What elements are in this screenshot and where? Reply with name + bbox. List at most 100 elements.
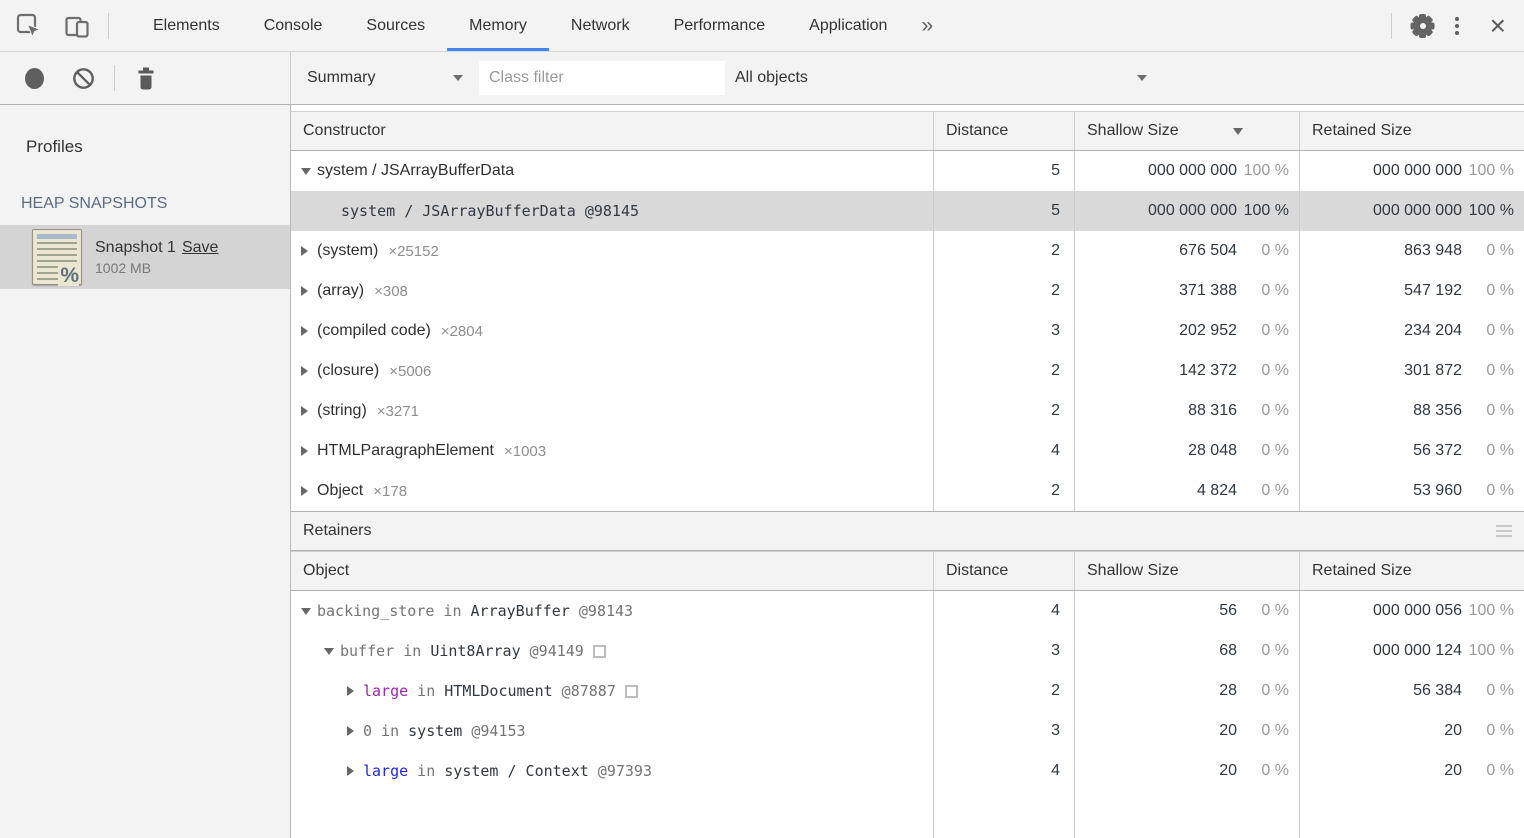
- class-filter-input[interactable]: [479, 61, 725, 95]
- instance-count: ×1003: [503, 442, 547, 460]
- object-cell: 0 in system @94153: [291, 711, 933, 751]
- distance-cell: 2: [933, 391, 1074, 431]
- inspect-element-button[interactable]: [12, 9, 46, 43]
- more-tabs-button[interactable]: »: [921, 13, 934, 37]
- column-header-distance[interactable]: Distance: [933, 552, 1074, 590]
- tab-network[interactable]: Network: [570, 16, 630, 34]
- tab-performance[interactable]: Performance: [673, 16, 766, 34]
- dot-icon: [1454, 30, 1459, 35]
- expand-arrow-icon[interactable]: [301, 286, 317, 296]
- tab-sources[interactable]: Sources: [366, 16, 426, 34]
- expand-arrow-icon[interactable]: [347, 686, 363, 696]
- object-preview-icon[interactable]: [592, 644, 606, 658]
- tab-bar-right-controls: ×: [1377, 0, 1514, 51]
- expand-arrow-icon[interactable]: [301, 406, 317, 416]
- perspective-value: Summary: [307, 69, 376, 86]
- retainers-title: Retainers: [303, 522, 372, 539]
- take-snapshot-button[interactable]: [25, 67, 44, 89]
- distance-cell: 2: [933, 231, 1074, 271]
- constructor-name: (array): [317, 282, 365, 299]
- expand-arrow-icon[interactable]: [301, 168, 317, 175]
- settings-button[interactable]: [1406, 9, 1440, 43]
- tab-application[interactable]: Application: [809, 16, 888, 34]
- constructor-cell: HTMLParagraphElement×1003: [291, 431, 933, 471]
- close-devtools-button[interactable]: ×: [1489, 9, 1506, 41]
- expand-arrow-icon[interactable]: [301, 486, 317, 496]
- column-header-shallow-size[interactable]: Shallow Size: [1074, 112, 1299, 150]
- distance-cell: 3: [933, 631, 1074, 671]
- tab-elements[interactable]: Elements: [153, 16, 220, 34]
- expand-arrow-icon[interactable]: [301, 246, 317, 256]
- delete-profile-button[interactable]: [129, 61, 163, 95]
- clear-profiles-button[interactable]: [66, 61, 100, 95]
- column-header-retained-size[interactable]: Retained Size: [1299, 552, 1524, 590]
- constructor-name: system / JSArrayBufferData @98145: [341, 202, 640, 220]
- expand-arrow-icon[interactable]: [301, 446, 317, 456]
- object-cell: large in system / Context @97393: [291, 751, 933, 791]
- constructor-name: (compiled code): [317, 322, 431, 339]
- objects-filter-select[interactable]: All objects: [735, 69, 1147, 87]
- retainer-name-part: 0: [363, 722, 373, 740]
- expand-arrow-icon[interactable]: [347, 726, 363, 736]
- block-icon: [72, 67, 94, 89]
- tab-console[interactable]: Console: [263, 16, 323, 34]
- expand-arrow-icon[interactable]: [347, 766, 363, 776]
- expand-arrow-icon[interactable]: [324, 648, 340, 655]
- expand-arrow-icon[interactable]: [301, 608, 317, 615]
- constructor-cell: (string)×3271: [291, 391, 933, 431]
- instance-count: ×308: [374, 282, 408, 300]
- device-toolbar-button[interactable]: [60, 9, 94, 43]
- retainer-name-part: @94149: [520, 642, 584, 660]
- object-cell: backing_store in ArrayBuffer @98143: [291, 591, 933, 631]
- constructor-name: (closure): [317, 362, 380, 379]
- instance-count: ×25152: [388, 242, 439, 260]
- object-preview-icon[interactable]: [624, 684, 638, 698]
- section-menu-icon[interactable]: [1496, 525, 1512, 537]
- column-header-distance[interactable]: Distance: [933, 112, 1074, 150]
- distance-cell: 3: [933, 711, 1074, 751]
- toolbar-separator: [114, 65, 115, 91]
- constructor-table-header: Constructor Distance Shallow Size Retain…: [291, 111, 1524, 151]
- column-header-retained-size[interactable]: Retained Size: [1299, 112, 1524, 150]
- column-header-constructor[interactable]: Constructor: [303, 122, 386, 139]
- heap-snapshot-view: Constructor Distance Shallow Size Retain…: [291, 105, 1524, 838]
- column-header-shallow-size[interactable]: Shallow Size: [1074, 552, 1299, 590]
- tab-memory[interactable]: Memory: [447, 0, 549, 51]
- expand-arrow-icon[interactable]: [301, 326, 317, 336]
- save-snapshot-link[interactable]: Save: [181, 238, 219, 256]
- perspective-select[interactable]: Summary: [307, 69, 463, 87]
- expand-arrow-icon[interactable]: [301, 366, 317, 376]
- distance-cell: 2: [933, 671, 1074, 711]
- column-header-object[interactable]: Object: [303, 562, 350, 579]
- profiler-controls: [0, 52, 291, 104]
- more-options-button[interactable]: [1440, 9, 1474, 43]
